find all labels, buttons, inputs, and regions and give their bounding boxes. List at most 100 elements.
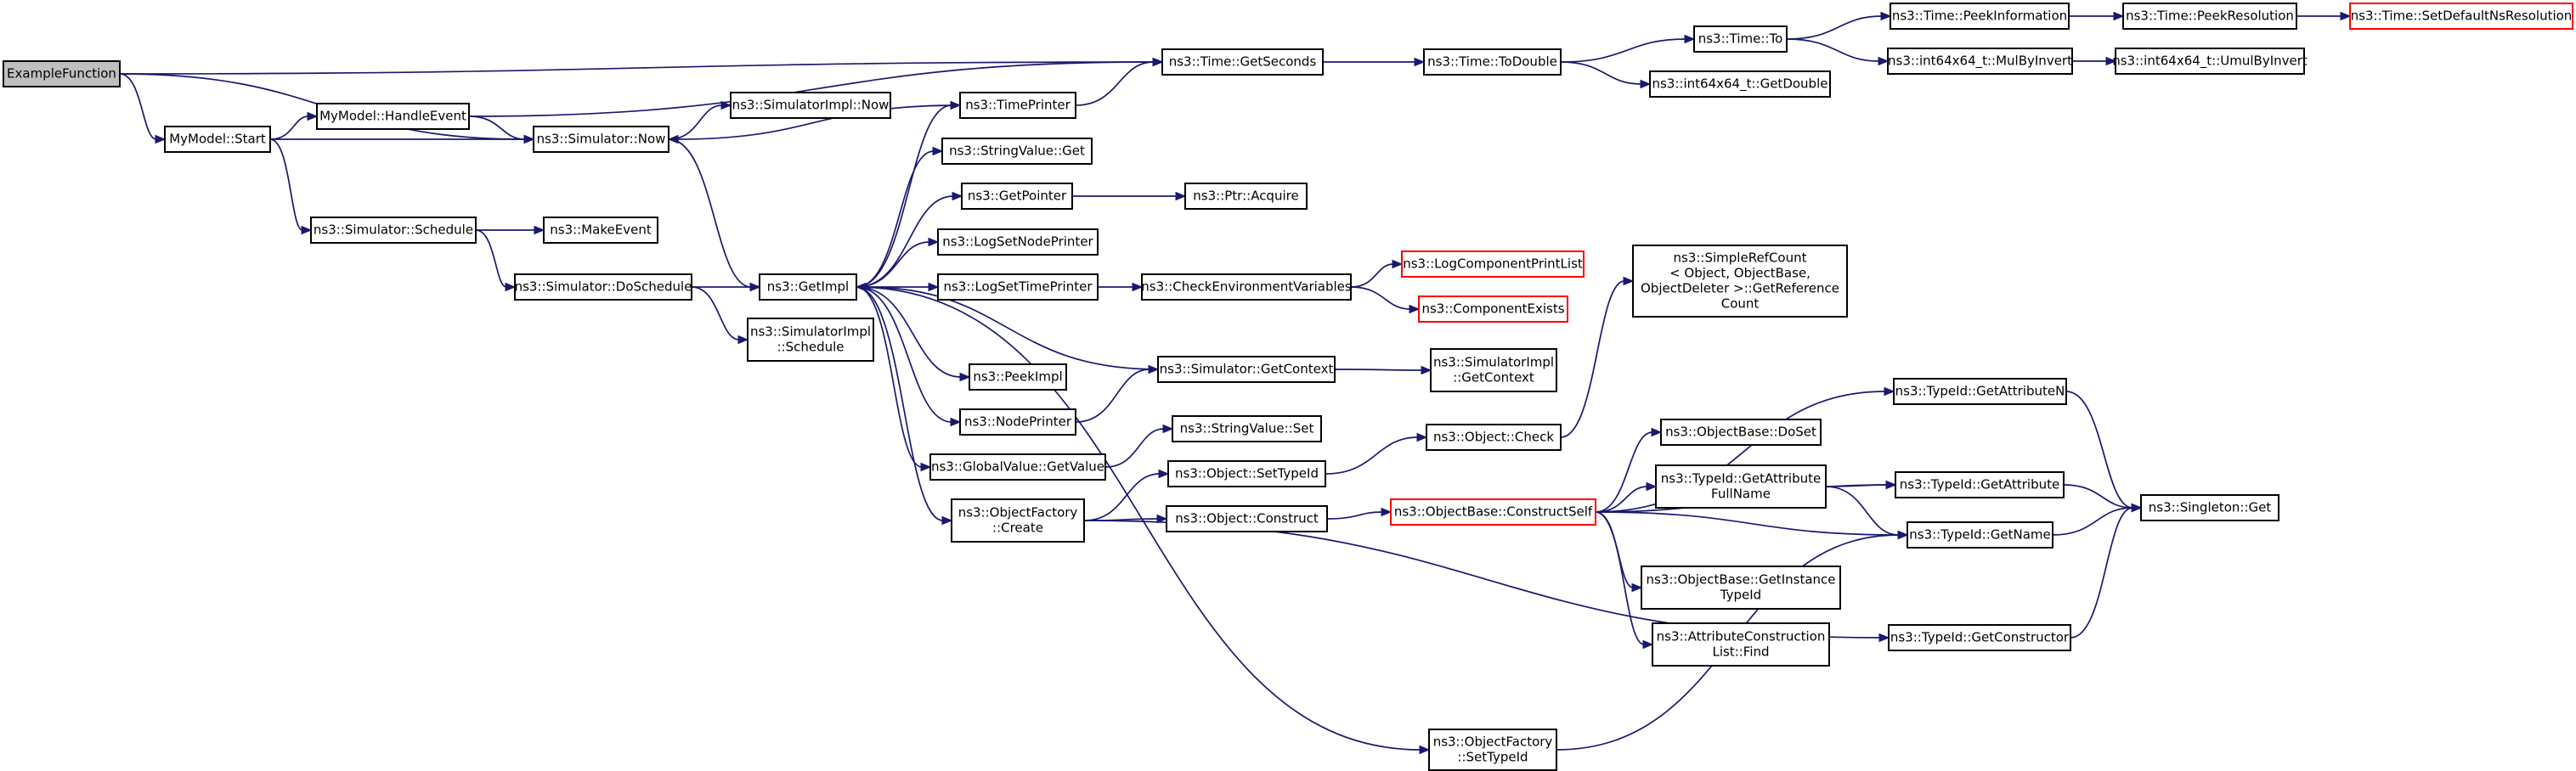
arrowhead <box>1880 11 1892 21</box>
node-label: MyModel::HandleEvent <box>319 109 466 124</box>
node-label: ns3::Time::PeekInformation <box>1892 8 2067 24</box>
edge-ns3-objectbase-constructself-to-ns3-objectbase-getinstancetypeid <box>1595 511 1643 593</box>
arrowhead <box>950 417 962 427</box>
node-ns3-globalvalue-getvalue[interactable]: ns3::GlobalValue::GetValue <box>929 453 1106 481</box>
node-mymodel-handleevent[interactable]: MyModel::HandleEvent <box>316 103 470 130</box>
node-ns3-objectfactory-create[interactable]: ns3::ObjectFactory::Create <box>951 498 1085 543</box>
arrowhead <box>749 282 761 292</box>
node-ns3-time-todouble[interactable]: ns3::Time::ToDouble <box>1423 48 1562 76</box>
node-ns3-singleton-get[interactable]: ns3::Singleton::Get <box>2140 494 2279 521</box>
edge-ns3-simulator-getcontext-to-ns3-simulatorimpl-getcontext <box>1334 365 1432 375</box>
node-label: ns3::TypeId::GetAttributeN <box>1895 384 2065 399</box>
node-ns3-peekimpl[interactable]: ns3::PeekImpl <box>969 363 1067 391</box>
node-ns3-typeid-getattribute[interactable]: ns3::TypeId::GetAttribute <box>1895 471 2065 498</box>
node-ns3-simulatorimpl-getcontext[interactable]: ns3::SimulatorImpl::GetContext <box>1430 348 1557 392</box>
node-examplefunction[interactable]: ExampleFunction <box>3 60 121 87</box>
edge-line <box>1595 511 1645 645</box>
edge-ns3-simulator-getcontext-to-ns3-getimpl <box>855 282 1159 370</box>
node-ns3-makeevent[interactable]: ns3::MakeEvent <box>543 217 658 244</box>
node-ns3-stringvalue-set[interactable]: ns3::StringValue::Set <box>1172 415 1322 442</box>
edge-ns3-time-todouble-to-ns3-time-to <box>1560 34 1696 63</box>
node-ns3-time-peekinformation[interactable]: ns3::Time::PeekInformation <box>1890 3 2070 30</box>
node-mymodel-start[interactable]: MyModel::Start <box>164 126 271 153</box>
node-ns3-object-settypeid[interactable]: ns3::Object::SetTypeId <box>1167 460 1326 487</box>
node-ns3-time-peekresolution[interactable]: ns3::Time::PeekResolution <box>2122 3 2297 30</box>
node-label: Count <box>1721 296 1760 312</box>
arrowhead <box>1878 56 1890 66</box>
node-label: ns3::Object::Construct <box>1175 511 1319 526</box>
node-ns3-int64x64-t-getdouble[interactable]: ns3::int64x64_t::GetDouble <box>1649 70 1831 98</box>
node-ns3-timeprinter[interactable]: ns3::TimePrinter <box>959 92 1076 119</box>
arrowhead <box>1884 386 1895 397</box>
edge-ns3-objectfactory-create-to-ns3-object-settypeid <box>1083 469 1170 521</box>
node-ns3-objectfactory-settypeid[interactable]: ns3::ObjectFactory::SetTypeId <box>1428 729 1557 771</box>
node-ns3-typeid-getname[interactable]: ns3::TypeId::GetName <box>1907 521 2053 549</box>
node-ns3-time-setdefaultnsresolution[interactable]: ns3::Time::SetDefaultNsResolution <box>2349 3 2573 30</box>
arrowhead <box>1421 365 1432 375</box>
node-label: ns3::GetImpl <box>767 279 849 295</box>
node-label: ExampleFunction <box>7 66 116 82</box>
arrowhead <box>1642 639 1654 650</box>
node-label: ns3::ObjectBase::ConstructSelf <box>1394 504 1593 520</box>
node-ns3-time-getseconds[interactable]: ns3::Time::GetSeconds <box>1161 48 1324 76</box>
node-ns3-simulatorimpl-now[interactable]: ns3::SimulatorImpl::Now <box>730 92 891 119</box>
node-box <box>1428 729 1557 771</box>
node-ns3-typeid-getattributen[interactable]: ns3::TypeId::GetAttributeN <box>1893 378 2067 405</box>
edge-line <box>468 61 1155 117</box>
node-ns3-logcomponentprintlist[interactable]: ns3::LogComponentPrintList <box>1401 250 1585 278</box>
node-ns3-ptr-acquire[interactable]: ns3::Ptr::Acquire <box>1184 183 1308 210</box>
edge-ns3-objectbase-constructself-to-ns3-objectbase-doset <box>1595 427 1663 513</box>
edge-ns3-checkenvironmentvariables-to-ns3-logcomponentprintlist <box>1350 259 1404 288</box>
node-label: ns3::Simulator::DoSchedule <box>515 279 692 295</box>
node-box <box>543 217 658 244</box>
node-label: ns3::Time::ToDouble <box>1427 54 1557 70</box>
node-ns3-object-check[interactable]: ns3::Object::Check <box>1426 424 1562 451</box>
edge-mymodel-start-to-ns3-simulator-now <box>270 134 535 144</box>
arrowhead <box>855 282 867 292</box>
edge-ns3-time-peekinformation-to-ns3-time-peekresolution <box>2069 11 2125 21</box>
node-ns3-int64x64-t-umulbyinvert[interactable]: ns3::int64x64_t::UmulByInvert <box>2112 48 2308 75</box>
node-ns3-objectbase-constructself[interactable]: ns3::ObjectBase::ConstructSelf <box>1390 498 1596 526</box>
node-ns3-simulator-schedule[interactable]: ns3::Simulator::Schedule <box>310 217 477 244</box>
node-box <box>533 126 669 153</box>
node-ns3-simulator-now[interactable]: ns3::Simulator::Now <box>533 126 669 153</box>
node-ns3-object-construct[interactable]: ns3::Object::Construct <box>1166 505 1328 532</box>
edge-ns3-time-to-to-ns3-int64x64-t-mulbyinvert <box>1786 38 1890 66</box>
node-ns3-getimpl[interactable]: ns3::GetImpl <box>759 273 857 301</box>
edge-line <box>691 286 740 340</box>
edge-ns3-getimpl-to-ns3-peekimpl <box>856 286 971 382</box>
node-ns3-componentexists[interactable]: ns3::ComponentExists <box>1418 295 1568 323</box>
node-label: ns3::SimulatorImpl::Now <box>732 98 890 113</box>
arrowhead <box>1148 364 1160 374</box>
arrowhead <box>301 225 313 235</box>
edge-line <box>1786 38 1880 62</box>
node-ns3-objectbase-doset[interactable]: ns3::ObjectBase::DoSet <box>1660 419 1822 446</box>
node-ns3-int64x64-t-mulbyinvert[interactable]: ns3::int64x64_t::MulByInvert <box>1887 48 2073 75</box>
node-label: ns3::Simulator::GetContext <box>1160 362 1334 377</box>
node-ns3-simulator-getcontext[interactable]: ns3::Simulator::GetContext <box>1157 356 1336 383</box>
node-ns3-simulator-doschedule[interactable]: ns3::Simulator::DoSchedule <box>514 273 692 301</box>
edge-ns3-object-settypeid-to-ns3-object-check <box>1325 432 1428 475</box>
node-label: ns3::CheckEnvironmentVariables <box>1141 279 1352 295</box>
node-ns3-getpointer[interactable]: ns3::GetPointer <box>961 183 1073 210</box>
node-ns3-logsettimeprinter[interactable]: ns3::LogSetTimePrinter <box>937 273 1099 301</box>
node-label: ns3::Simulator::Schedule <box>314 222 473 238</box>
node-label: ns3::Time::SetDefaultNsResolution <box>2351 8 2573 24</box>
node-ns3-time-to[interactable]: ns3::Time::To <box>1693 25 1788 53</box>
node-ns3-simulatorimpl-schedule[interactable]: ns3::SimulatorImpl::Schedule <box>747 318 874 362</box>
node-ns3-logsetnodeprinter[interactable]: ns3::LogSetNodePrinter <box>937 228 1099 256</box>
edge-ns3-typeid-getattributefullname-to-ns3-typeid-getattribute <box>1825 480 1897 490</box>
edge-ns3-objectbase-constructself-to-ns3-typeid-getname <box>1595 511 1909 540</box>
node-ns3-stringvalue-get[interactable]: ns3::StringValue::Get <box>941 138 1093 165</box>
node-ns3-simplerefcount-getreferencecount[interactable]: ns3::SimpleRefCount< Object, ObjectBase,… <box>1632 245 1848 318</box>
edge-ns3-getimpl-to-ns3-objectfactory-create <box>856 286 953 526</box>
node-label: ns3::Simulator::Now <box>537 132 666 147</box>
edge-line <box>119 73 157 140</box>
node-ns3-typeid-getconstructor[interactable]: ns3::TypeId::GetConstructor <box>1888 624 2071 651</box>
node-ns3-nodeprinter[interactable]: ns3::NodePrinter <box>959 408 1076 436</box>
node-ns3-checkenvironmentvariables[interactable]: ns3::CheckEnvironmentVariables <box>1141 273 1352 301</box>
